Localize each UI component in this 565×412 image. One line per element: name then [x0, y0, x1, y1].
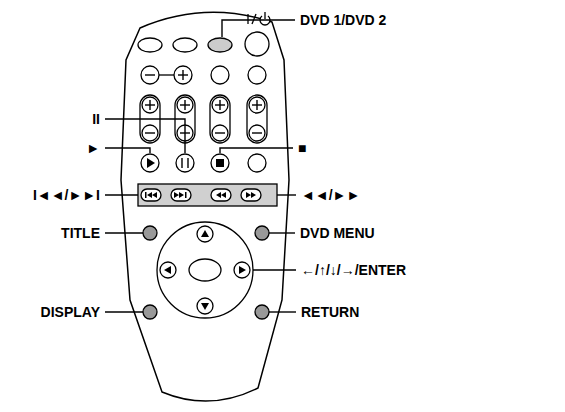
- callout-label: II: [91, 110, 101, 128]
- leader-lines: [105, 20, 296, 312]
- callout-label: I◄◄/►►I: [32, 186, 101, 204]
- callout-label: TITLE: [60, 224, 101, 242]
- callout-label: DVD 1/DVD 2: [299, 11, 387, 29]
- callout-label: DVD MENU: [299, 224, 376, 242]
- callout-label: ■: [297, 139, 307, 157]
- callout-label: RETURN: [300, 303, 360, 321]
- callout-label: DISPLAY: [40, 303, 101, 321]
- callout-label: ◄◄/►►: [300, 186, 361, 204]
- callout-label: ←/↑/↓/→/ENTER: [300, 261, 407, 279]
- callout-label: ►: [85, 139, 101, 157]
